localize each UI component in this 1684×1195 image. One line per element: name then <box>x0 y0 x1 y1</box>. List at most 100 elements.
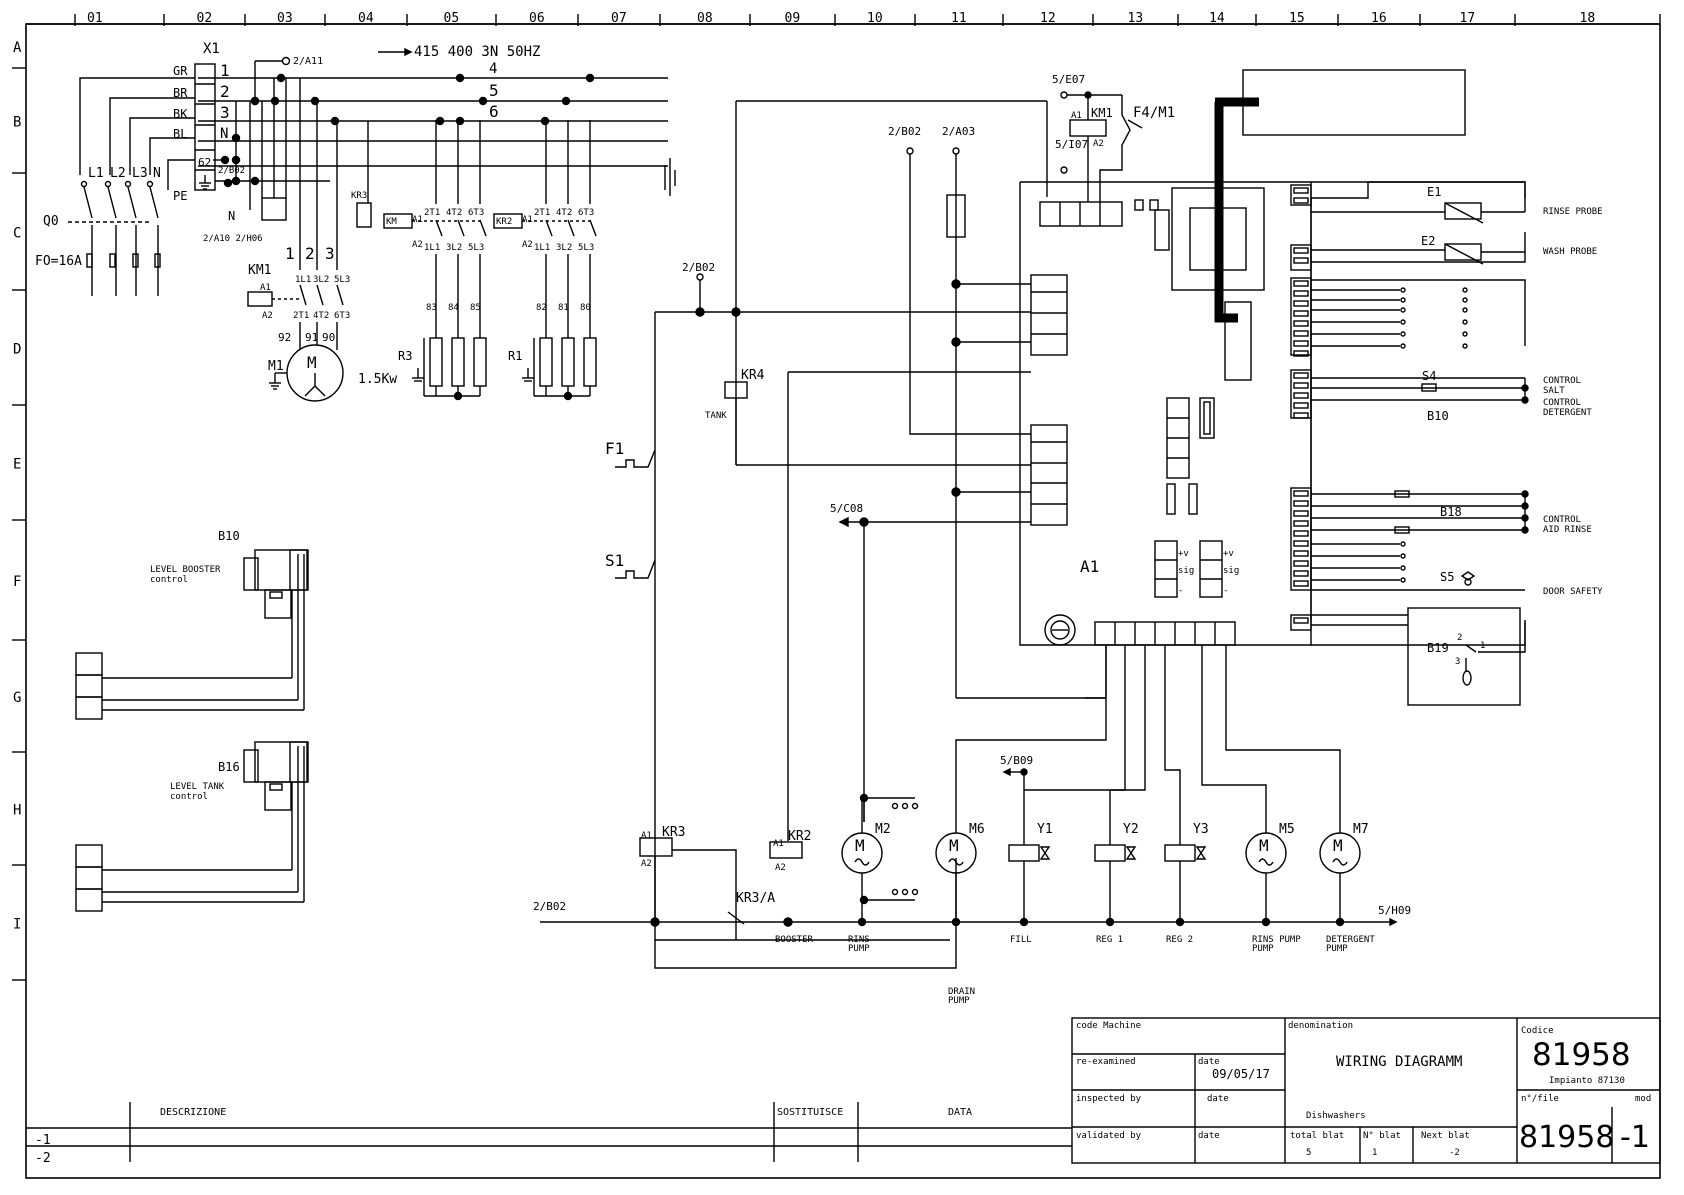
kr2-a2: A2 <box>775 863 786 873</box>
junction-dot <box>435 116 445 126</box>
km1-a2: A2 <box>262 311 273 321</box>
col-label: 04 <box>358 11 374 26</box>
junction-dot <box>585 73 595 83</box>
terminal-x1: X1 1 2 3 N 62 GR BR BK BL 2/A11 2/B02 PE <box>79 41 323 203</box>
km1-top-label: KM1 <box>1091 106 1113 120</box>
col-label: 03 <box>277 11 293 26</box>
probes: E1 E2 RINSE PROBE WASH PROBE <box>1421 185 1603 265</box>
load-caption: REG 1 <box>1096 935 1123 945</box>
m1-b1: 2T1 <box>293 311 309 321</box>
row-label: D <box>13 342 21 358</box>
km1-label: KM1 <box>248 263 271 278</box>
tb-code-machine: code Machine <box>1076 1021 1141 1031</box>
m1-num-1: 1 <box>285 244 295 263</box>
load-caption: REG 2 <box>1166 935 1193 945</box>
bank-term-mid: 6T3 <box>468 208 484 218</box>
ac-wave <box>1332 858 1348 866</box>
pin-2: 2 <box>220 82 230 101</box>
col-label: 14 <box>1209 11 1225 26</box>
junction-dot <box>455 73 465 83</box>
relay-coil-label: KM <box>386 217 397 227</box>
line-l2: L2 <box>110 166 126 181</box>
col-label: 10 <box>867 11 883 26</box>
level-tank: B16 LEVEL TANK control <box>75 741 309 912</box>
ref-b02-b: 2/B02 <box>888 125 921 138</box>
bank-wire-num: 82 <box>536 303 547 313</box>
det-l2: DETERGENT <box>1543 408 1592 418</box>
level-b16: B16 <box>218 760 240 774</box>
input-b19: B19 <box>1427 641 1449 655</box>
heater-resistor <box>539 337 553 387</box>
m1-b3: 6T3 <box>334 311 350 321</box>
bank-term-top: 3L2 <box>556 243 572 253</box>
level-b10: B10 <box>218 529 240 543</box>
col-label: 17 <box>1460 11 1476 26</box>
bank-wire-num: 81 <box>558 303 569 313</box>
ac-wave <box>854 858 870 866</box>
col-label: 08 <box>697 11 713 26</box>
col-label: 01 <box>87 11 103 26</box>
level-tank-l2: control <box>170 792 208 802</box>
level-booster-l1: LEVEL BOOSTER <box>150 565 221 575</box>
junction-dot <box>478 96 488 106</box>
junction-dot <box>250 96 260 106</box>
tb-denomination: denomination <box>1288 1021 1353 1031</box>
sig-plusv-1: +v <box>1178 549 1189 559</box>
tb-validated: validated by <box>1076 1131 1142 1141</box>
b19-pin3: 3 <box>1455 657 1460 667</box>
load-caption: DETERGENT <box>1326 935 1375 945</box>
bottom-relays: KR3 A1 A2 KR3/A KR2 A1 A2 BOOSTER 2/B02 … <box>533 754 1411 969</box>
tb-n-blat: N° blat <box>1363 1131 1401 1141</box>
row-label: H <box>13 803 21 819</box>
junction-dot <box>455 116 465 126</box>
tb-title: WIRING DIAGRAMM <box>1336 1054 1462 1070</box>
tb-total-val: 5 <box>1306 1148 1311 1158</box>
row-label: A <box>13 40 22 56</box>
load-caption: PUMP <box>1326 944 1348 954</box>
tb-inspected: inspected by <box>1076 1094 1142 1104</box>
rev-row-1: -1 <box>35 1133 51 1148</box>
bank-term-mid: 6T3 <box>578 208 594 218</box>
motor-m: M <box>1333 836 1343 855</box>
wire-bl: BL <box>173 127 187 141</box>
heater-resistor <box>473 337 487 387</box>
load-caption: DRAIN <box>948 987 975 997</box>
ref-pe: PE <box>173 189 187 203</box>
row-label: E <box>13 457 21 473</box>
input-b18: B18 <box>1440 505 1462 519</box>
ref-b02-a: 2/B02 <box>682 261 715 274</box>
motor-m: M <box>855 836 865 855</box>
b19-pin2: 2 <box>1457 633 1462 643</box>
bank-wire-num: 80 <box>580 303 591 313</box>
motor-m: M <box>1259 836 1269 855</box>
col-label: 02 <box>197 11 213 26</box>
switch-f1: F1 <box>605 439 624 458</box>
pin-1: 1 <box>220 61 230 80</box>
sig-minus-1: - <box>1178 586 1183 596</box>
kr3a-label: KR3/A <box>736 891 775 906</box>
bank-a1: A1 <box>412 215 423 225</box>
fuse-block <box>261 197 287 221</box>
load-name: Y1 <box>1037 822 1053 837</box>
level-tank-l1: LEVEL TANK <box>170 782 225 792</box>
km1-f4-block: 5/E07 5/I07 KM1 A1 A2 F4/M1 <box>1052 69 1466 202</box>
load-name: M2 <box>875 822 891 837</box>
booster-label: BOOSTER <box>775 935 814 945</box>
pin-n: N <box>220 126 228 142</box>
m1-b2: 4T2 <box>313 311 329 321</box>
pin-3: 3 <box>220 103 230 122</box>
supply-label: 415 400 3N 50HZ <box>414 44 540 60</box>
m1-t1: 1L1 <box>295 275 311 285</box>
tb-nfile: n°/file <box>1521 1094 1559 1104</box>
load-caption: PUMP <box>848 944 870 954</box>
bank-term-mid: 4T2 <box>556 208 572 218</box>
bank-term-top: 3L2 <box>446 243 462 253</box>
valve-coil <box>1094 844 1126 862</box>
load-caption: PUMP <box>948 996 970 1006</box>
kr4-label: KR4 <box>741 368 765 383</box>
load-caption: PUMP <box>1252 944 1274 954</box>
junction-dot <box>330 116 340 126</box>
revision-block: DESCRIZIONE SOSTITUISCE DATA -1 -2 <box>26 1102 1072 1166</box>
salt-l1: CONTROL <box>1543 376 1581 386</box>
